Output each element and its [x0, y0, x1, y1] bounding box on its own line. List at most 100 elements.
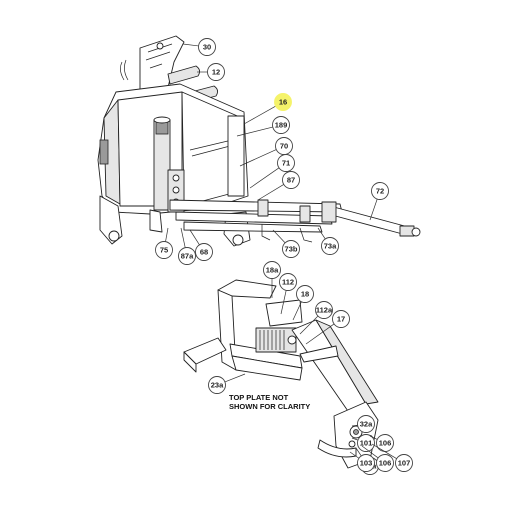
callout-106[interactable]: 106 — [361, 445, 394, 472]
callout-number: 189 — [275, 121, 288, 130]
callout-number: 16 — [279, 98, 287, 107]
callout-balloon — [321, 237, 339, 255]
callout-number: 68 — [200, 248, 208, 257]
callout-balloon — [277, 154, 295, 172]
callout-number: 73b — [285, 245, 298, 254]
callout-68[interactable]: 68 — [189, 229, 213, 261]
callout-leader — [272, 229, 286, 244]
callout-balloon — [376, 454, 394, 472]
callout-number: 70 — [280, 142, 288, 151]
callout-balloon — [195, 243, 213, 261]
callout-72[interactable]: 72 — [369, 182, 389, 221]
callout-18a[interactable]: 18a — [263, 261, 281, 299]
callout-75[interactable]: 75 — [155, 227, 173, 259]
callout-balloon — [282, 240, 300, 258]
callout-73b[interactable]: 73b — [272, 229, 300, 258]
callout-leader — [351, 424, 358, 427]
callout-balloon — [315, 301, 333, 319]
callout-leader — [239, 149, 277, 167]
callout-number: 71 — [282, 159, 290, 168]
callout-number: 112a — [316, 306, 333, 315]
callout-leader — [236, 126, 273, 137]
callout-number: 106 — [379, 439, 392, 448]
callout-112[interactable]: 112 — [279, 273, 297, 315]
callout-23a[interactable]: 23a — [208, 373, 246, 394]
callout-17[interactable]: 17 — [305, 310, 350, 345]
callout-number: 18a — [266, 266, 279, 275]
callout-number: 106 — [379, 459, 392, 468]
callout-leader — [369, 198, 378, 221]
callout-leader — [249, 167, 280, 189]
callout-balloon — [395, 454, 413, 472]
callout-number: 87a — [181, 252, 194, 261]
callout-18[interactable]: 18 — [292, 285, 314, 321]
callout-87[interactable]: 87 — [257, 171, 300, 201]
callout-112a[interactable]: 112a — [299, 301, 333, 335]
callout-balloon — [155, 241, 173, 259]
callout-balloon — [263, 261, 281, 279]
lower-assembly — [183, 279, 379, 469]
callout-balloon — [274, 93, 292, 111]
callout-number: 23a — [211, 381, 224, 390]
callout-leader — [224, 373, 246, 383]
callout-73a[interactable]: 73a — [317, 227, 339, 255]
callout-number: 30 — [203, 43, 211, 52]
callout-leader — [371, 443, 397, 459]
callout-balloon — [208, 376, 226, 394]
callout-balloon — [279, 273, 297, 291]
upper-assembly — [97, 35, 421, 247]
callout-leader — [280, 290, 287, 315]
callout-balloon — [178, 247, 196, 265]
callout-leader — [305, 323, 335, 345]
callout-number: 112 — [282, 278, 294, 287]
callout-leader — [180, 227, 186, 248]
callout-leader — [257, 184, 284, 201]
callout-leader — [317, 227, 326, 240]
callout-balloon — [371, 182, 389, 200]
callout-107[interactable]: 107 — [371, 443, 413, 472]
callout-number: 73a — [324, 242, 337, 251]
callout-number: 32a — [360, 420, 373, 429]
callout-balloon — [282, 171, 300, 189]
callout-12[interactable]: 12 — [197, 63, 225, 81]
callout-balloon — [207, 63, 225, 81]
callout-number: 75 — [160, 246, 168, 255]
callout-71[interactable]: 71 — [249, 154, 295, 189]
callout-16[interactable]: 16 — [243, 93, 292, 125]
callout-leader — [182, 43, 199, 47]
callout-32a[interactable]: 32a — [351, 415, 375, 433]
callout-leader — [243, 105, 276, 125]
callout-balloon — [357, 415, 375, 433]
callout-balloon — [357, 454, 375, 472]
callout-number: 103 — [360, 459, 373, 468]
callout-balloon — [272, 116, 290, 134]
callout-30[interactable]: 30 — [182, 38, 216, 56]
callout-leader — [189, 229, 200, 246]
callout-leader — [351, 437, 359, 441]
callout-leader — [292, 301, 302, 321]
callout-101[interactable]: 101 — [351, 434, 375, 452]
callout-87a[interactable]: 87a — [178, 227, 196, 265]
note-line-2: SHOWN FOR CLARITY — [229, 402, 310, 411]
callout-103[interactable]: 103 — [355, 447, 375, 472]
callout-number: 107 — [398, 459, 411, 468]
callout-balloon — [198, 38, 216, 56]
callout-leader — [361, 445, 379, 459]
callout-number: 87 — [287, 176, 295, 185]
callout-number: 18 — [301, 290, 309, 299]
callout-leader — [369, 435, 378, 440]
callout-number: 72 — [376, 187, 384, 196]
callout-balloon — [357, 434, 375, 452]
callout-number: 12 — [212, 68, 220, 77]
callout-leader — [165, 227, 169, 242]
callout-number: 17 — [337, 315, 345, 324]
callout-balloon — [296, 285, 314, 303]
callout-leader — [299, 315, 319, 335]
callout-number: 101 — [360, 439, 373, 448]
callout-balloon — [332, 310, 350, 328]
note-line-1: TOP PLATE NOT — [229, 393, 289, 402]
callout-leader — [355, 447, 362, 457]
callout-189[interactable]: 189 — [236, 116, 290, 137]
